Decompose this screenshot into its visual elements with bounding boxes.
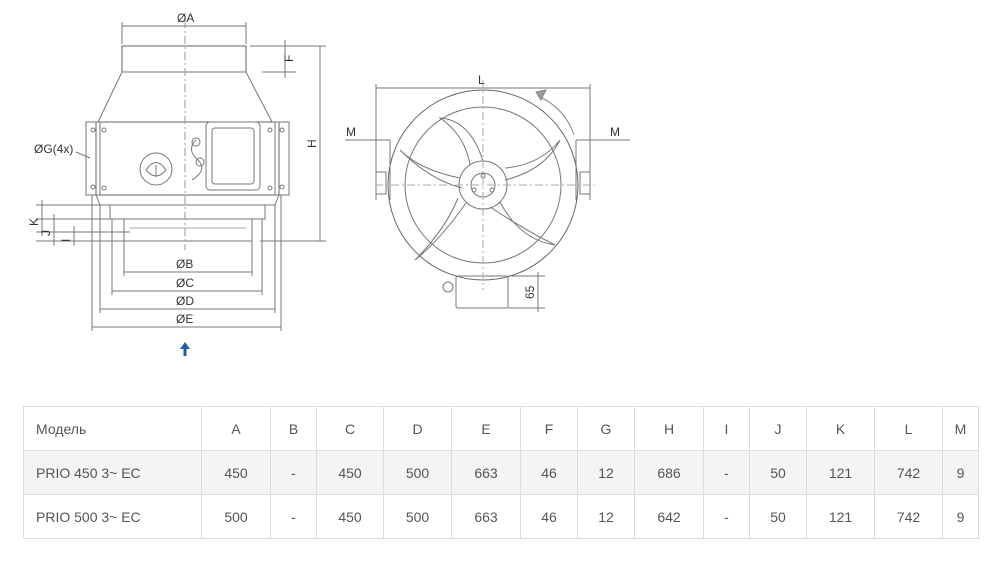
- cell-g: 12: [577, 494, 635, 539]
- dim-label-l: L: [478, 73, 485, 87]
- dim-label-65: 65: [523, 285, 537, 299]
- header-f: F: [520, 406, 578, 451]
- table-row: PRIO 450 3~ EC 450 - 450 500 663 46 12 6…: [23, 450, 979, 495]
- dim-label-m-left: M: [346, 125, 356, 139]
- cell-i: -: [703, 450, 750, 495]
- header-l: L: [874, 406, 943, 451]
- header-a: A: [201, 406, 271, 451]
- top-view: [345, 80, 630, 312]
- cell-f: 46: [520, 494, 578, 539]
- dim-label-c: ØC: [176, 276, 194, 290]
- header-m: M: [942, 406, 979, 451]
- cell-c: 450: [316, 494, 384, 539]
- cell-model: PRIO 500 3~ EC: [23, 494, 202, 539]
- dim-label-h: H: [305, 139, 319, 148]
- cell-j: 50: [749, 450, 807, 495]
- cell-d: 500: [383, 450, 452, 495]
- dim-label-i: I: [59, 239, 73, 242]
- header-g: G: [577, 406, 635, 451]
- cell-c: 450: [316, 450, 384, 495]
- header-e: E: [451, 406, 521, 451]
- cell-i: -: [703, 494, 750, 539]
- cell-b: -: [270, 494, 317, 539]
- cell-m: 9: [942, 494, 979, 539]
- header-d: D: [383, 406, 452, 451]
- specs-table: Модель A B C D E F G H I J K L M PRIO 45…: [23, 406, 979, 539]
- technical-drawing: ØA F H ØG(4x) K J I ØB ØC ØD ØE L M M 65: [27, 11, 630, 356]
- airflow-arrow-icon: [180, 342, 190, 356]
- dim-label-m-right: M: [610, 125, 620, 139]
- cell-j: 50: [749, 494, 807, 539]
- cell-h: 686: [634, 450, 704, 495]
- header-h: H: [634, 406, 704, 451]
- cell-l: 742: [874, 450, 943, 495]
- cell-f: 46: [520, 450, 578, 495]
- header-i: I: [703, 406, 750, 451]
- cell-m: 9: [942, 450, 979, 495]
- dim-label-j: J: [39, 230, 53, 236]
- header-model: Модель: [23, 406, 202, 451]
- dim-label-b: ØB: [176, 257, 193, 271]
- cell-h: 642: [634, 494, 704, 539]
- cell-e: 663: [451, 450, 521, 495]
- cell-e: 663: [451, 494, 521, 539]
- cell-l: 742: [874, 494, 943, 539]
- cell-b: -: [270, 450, 317, 495]
- side-view: [36, 20, 326, 331]
- dim-label-a: ØA: [177, 11, 194, 25]
- cell-g: 12: [577, 450, 635, 495]
- dim-label-f: F: [282, 55, 296, 62]
- table-row: PRIO 500 3~ EC 500 - 450 500 663 46 12 6…: [23, 494, 979, 539]
- header-c: C: [316, 406, 384, 451]
- header-b: B: [270, 406, 317, 451]
- dim-label-k: K: [27, 218, 41, 226]
- header-k: K: [806, 406, 875, 451]
- dim-label-d: ØD: [176, 294, 194, 308]
- dim-label-e: ØE: [176, 312, 193, 326]
- table-header-row: Модель A B C D E F G H I J K L M: [23, 406, 979, 451]
- cell-d: 500: [383, 494, 452, 539]
- dim-label-g: ØG(4x): [34, 142, 73, 156]
- cell-a: 500: [201, 494, 271, 539]
- cell-a: 450: [201, 450, 271, 495]
- cell-model: PRIO 450 3~ EC: [23, 450, 202, 495]
- header-j: J: [749, 406, 807, 451]
- cell-k: 121: [806, 494, 875, 539]
- cell-k: 121: [806, 450, 875, 495]
